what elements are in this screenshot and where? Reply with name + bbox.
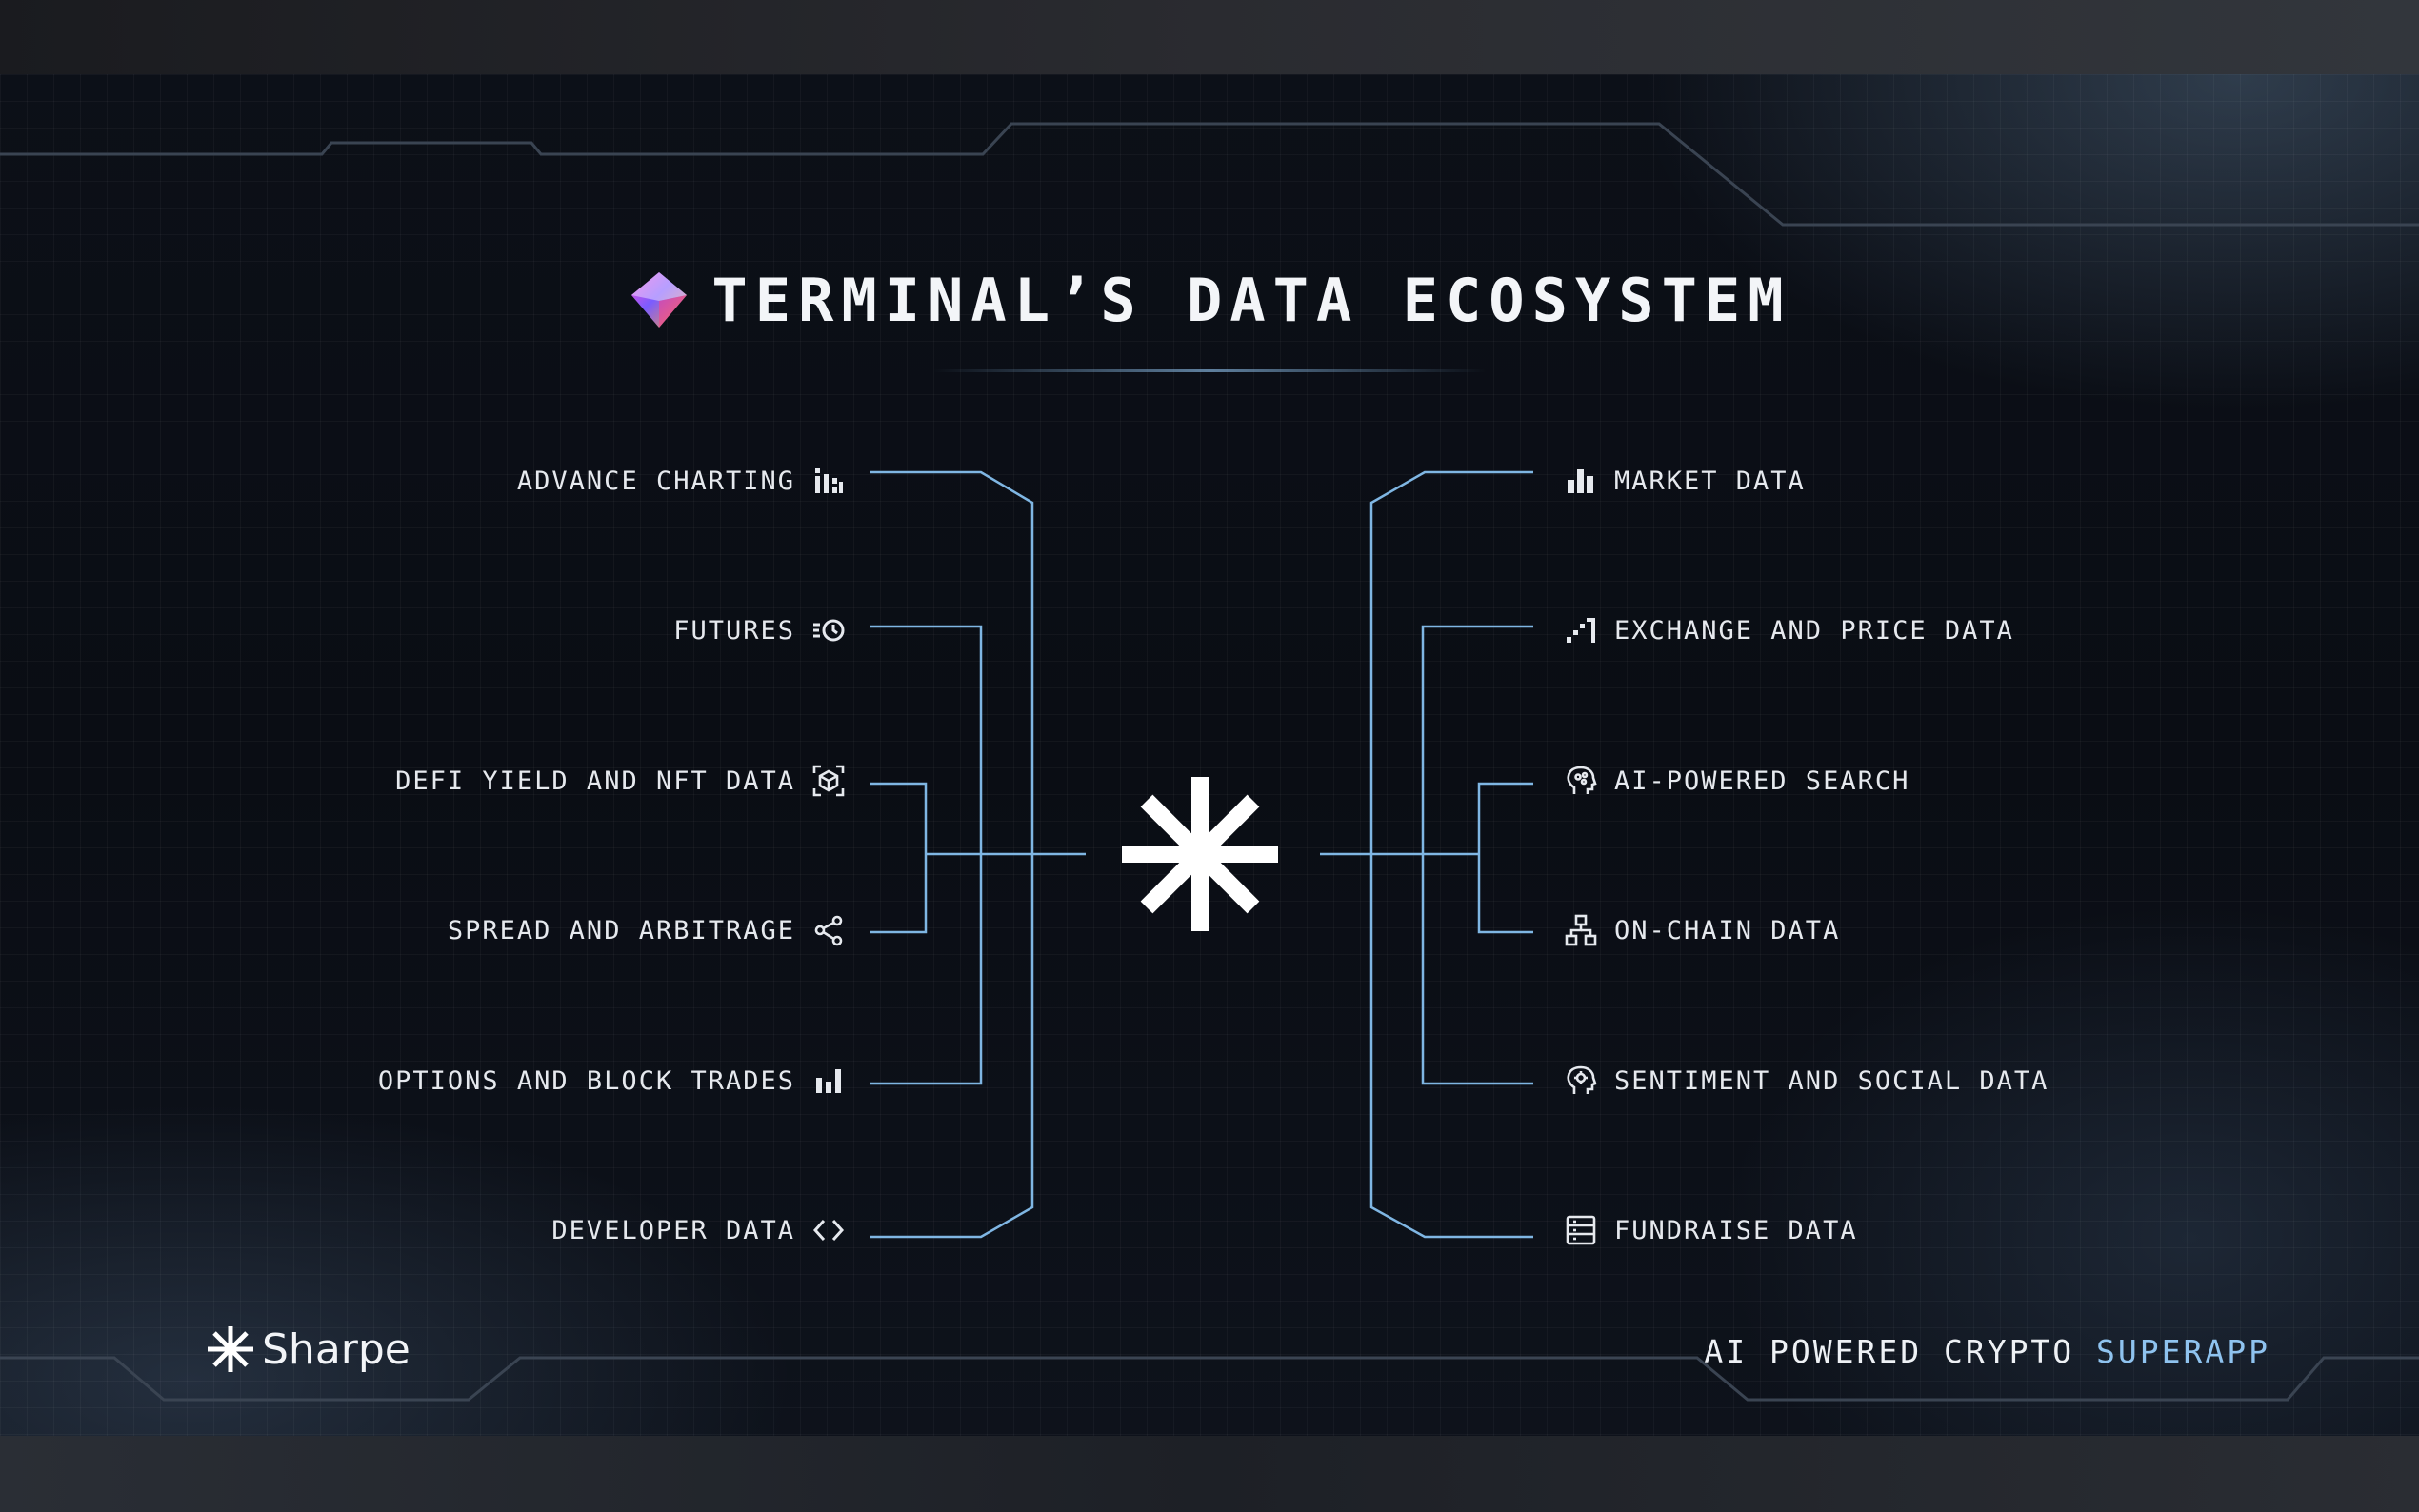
gear-head-icon (1565, 1064, 1597, 1097)
stair-chart-icon (1565, 614, 1597, 647)
right-item-exchange-price: EXCHANGE AND PRICE DATA (1565, 607, 2014, 654)
chart-bars-icon (812, 465, 845, 497)
top-frame-line (0, 122, 2419, 227)
item-label: SPREAD AND ARBITRAGE (447, 915, 795, 945)
bottom-frame-line (0, 1356, 2419, 1402)
tagline-part-2: SUPERAPP (2096, 1333, 2270, 1370)
title-row: TERMINAL’S DATA ECOSYSTEM (0, 257, 2419, 343)
left-item-options-block: OPTIONS AND BLOCK TRADES (378, 1057, 845, 1104)
item-label: OPTIONS AND BLOCK TRADES (377, 1065, 795, 1096)
right-item-on-chain: ON-CHAIN DATA (1565, 906, 1840, 954)
item-label: FUTURES (673, 615, 795, 646)
right-item-ai-search: AI-POWERED SEARCH (1565, 757, 1909, 805)
network-tree-icon (1565, 914, 1597, 946)
right-item-fundraise: FUNDRAISE DATA (1565, 1206, 1858, 1254)
left-item-defi-yield: DEFI YIELD AND NFT DATA (395, 757, 845, 805)
item-label: ADVANCE CHARTING (516, 466, 795, 496)
item-label: ON-CHAIN DATA (1614, 915, 1841, 945)
clock-list-icon (812, 614, 845, 647)
item-label: MARKET DATA (1614, 466, 1806, 496)
table-list-icon (1565, 1214, 1597, 1246)
cube-scan-icon (812, 765, 845, 797)
right-item-market-data: MARKET DATA (1565, 457, 1806, 505)
page-title: TERMINAL’S DATA ECOSYSTEM (711, 265, 1791, 335)
brand-name: Sharpe (262, 1324, 410, 1374)
title-underline (933, 369, 1486, 372)
right-bracket-inner (1477, 782, 1533, 934)
item-label: EXCHANGE AND PRICE DATA (1614, 615, 2014, 646)
top-band (0, 0, 2419, 74)
brand-logo: Sharpe (205, 1323, 410, 1375)
sharpe-asterisk-icon (1116, 773, 1284, 939)
bar-chart-icon (1565, 465, 1597, 497)
bar-chart-icon (812, 1064, 845, 1097)
sharpe-logo-icon (205, 1323, 256, 1375)
background-grid (0, 74, 2419, 1436)
bottom-band (0, 1436, 2419, 1512)
item-label: DEFI YIELD AND NFT DATA (395, 766, 795, 796)
brain-head-icon (1565, 765, 1597, 797)
left-bracket-inner (870, 782, 928, 934)
left-item-developer-data: DEVELOPER DATA (551, 1206, 845, 1254)
item-label: DEVELOPER DATA (551, 1215, 795, 1245)
item-label: FUNDRAISE DATA (1614, 1215, 1858, 1245)
code-brackets-icon (812, 1214, 845, 1246)
tagline-part-1: AI POWERED CRYPTO (1704, 1333, 2097, 1370)
gem-cube-icon (628, 269, 690, 331)
share-nodes-icon (812, 914, 845, 946)
item-label: SENTIMENT AND SOCIAL DATA (1614, 1065, 2049, 1096)
right-item-sentiment: SENTIMENT AND SOCIAL DATA (1565, 1057, 2049, 1104)
tagline: AI POWERED CRYPTO SUPERAPP (1704, 1333, 2270, 1370)
item-label: AI-POWERED SEARCH (1614, 766, 1910, 796)
left-item-spread-arbitrage: SPREAD AND ARBITRAGE (448, 906, 845, 954)
left-item-futures: FUTURES (673, 607, 845, 654)
left-item-advance-charting: ADVANCE CHARTING (517, 457, 845, 505)
